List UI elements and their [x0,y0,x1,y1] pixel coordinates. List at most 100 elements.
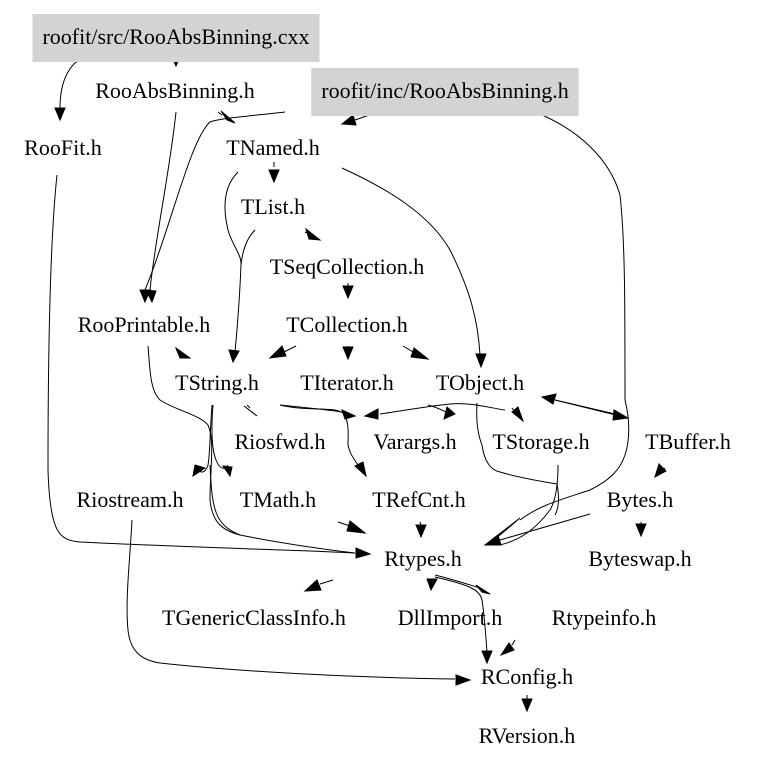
edge-inc-h-to-tnamed-h [144,111,286,291]
node-varargs-h[interactable]: Varargs.h [373,429,456,454]
node-rtypes-h[interactable]: Rtypes.h [384,546,462,571]
node-tbuffer-h[interactable]: TBuffer.h [645,429,731,454]
arrowhead-tnamed-h-to-tlist-h [268,169,280,184]
node-rooabsbinning-h[interactable]: RooAbsBinning.h [95,78,255,103]
arrowhead-rtypes-h-to-tgenericclassinfo-h [303,579,322,592]
node-tseqcollection-h[interactable]: TSeqCollection.h [270,254,425,279]
node-src-cxx[interactable]: roofit/src/RooAbsBinning.cxx [32,14,320,62]
node-tgenericclassinfo-h[interactable]: TGenericClassInfo.h [162,605,346,630]
arrowhead-tstring-h-to-riosfwd-h [243,405,258,417]
node-tstorage-h[interactable]: TStorage.h [492,429,589,454]
arrowhead-tbuffer-h-to-bytes-h [654,463,667,479]
arrowhead-tstring-h-to-trefcnt-h [354,461,367,478]
node-trefcnt-h[interactable]: TRefCnt.h [372,487,466,512]
edge-tstring-h-to-riostream-h [197,404,213,473]
node-label: TMath.h [240,487,316,512]
node-label: TNamed.h [226,135,319,160]
arrowhead-riostream-h-to-rconfig-h [455,674,472,686]
arrowhead-rtypes-h-to-dllimport-h [426,578,438,592]
node-label: RooFit.h [24,135,102,160]
edge-tstorage-h-to-rtypes-h [499,464,559,546]
node-label: TRefCnt.h [372,487,466,512]
node-inc-h[interactable]: roofit/inc/RooAbsBinning.h [311,68,579,116]
edge-tmath-h-to-rtypes-h [337,521,351,527]
node-label: TList.h [241,194,305,219]
arrowhead-tobject-h-to-tstorage-h [511,406,525,423]
arrowhead-trefcnt-h-to-rtypes-h [415,524,427,539]
arrowhead-src-cxx-to-roofit-h [54,107,66,122]
arrowhead-bytes-h-to-byteswap-h [635,523,647,538]
node-label: Byteswap.h [588,546,691,571]
node-riostream-h[interactable]: Riostream.h [77,487,184,512]
nodes-layer: roofit/src/RooAbsBinning.cxxRooAbsBinnin… [24,14,731,748]
arrowhead-rtypes-h-to-rtypeinfo-h [475,584,491,595]
node-label: RVersion.h [479,723,576,748]
arrowhead-tstring-h-to-tmath-h [221,465,233,478]
node-rversion-h[interactable]: RVersion.h [479,723,576,748]
arrowhead-roofit-h-to-rtypes-h [355,547,372,559]
node-rtypeinfo-h[interactable]: Rtypeinfo.h [552,605,657,630]
node-tstring-h[interactable]: TString.h [175,370,259,395]
node-highlight-box [32,14,320,62]
node-label: Riosfwd.h [234,429,325,454]
edge-tobject-h-to-varargs-h [379,403,506,415]
node-label: TStorage.h [492,429,589,454]
edge-tbuffer-h-to-tobject-h [554,399,629,419]
edge-riostream-h-to-rconfig-h [126,519,456,680]
arrowhead-tmath-h-to-rtypes-h [346,520,367,534]
arrowhead-bytes-h-to-rtypes-h [483,534,502,546]
edge-tlist-h-to-tstring-h [240,229,256,266]
arrowhead-rooabsbinning-h-to-tnamed-h [220,110,236,124]
node-label: Rtypeinfo.h [552,605,657,630]
arrowhead-tcollection-h-to-titerator-h [342,346,354,361]
node-label: RooPrintable.h [78,312,211,337]
node-label: Rtypes.h [384,546,462,571]
arrowhead-tobject-h-to-varargs-h [363,408,379,420]
node-tcollection-h[interactable]: TCollection.h [286,312,408,337]
arrowhead-rconfig-h-to-rversion-h [521,698,533,713]
arrowhead-rtypes-h-to-rconfig-h [481,650,493,665]
edge-tcollection-h-to-tobject-h [402,345,414,353]
node-tnamed-h[interactable]: TNamed.h [226,135,319,160]
node-rooprintable-h[interactable]: RooPrintable.h [78,312,211,337]
node-label: Bytes.h [607,487,674,512]
node-label: TBuffer.h [645,429,731,454]
edge-rooabsbinning-h-to-rooprintable-h [149,111,177,291]
arrowhead-tbuffer-h-to-tobject-h [540,393,557,405]
node-rconfig-h[interactable]: RConfig.h [481,664,573,689]
arrowhead-tstring-h-to-riostream-h [192,464,207,478]
node-label: TCollection.h [286,312,408,337]
node-titerator-h[interactable]: TIterator.h [300,370,393,395]
node-roofit-h[interactable]: RooFit.h [24,135,102,160]
arrowhead-tcollection-h-to-tobject-h [410,347,430,360]
node-tmath-h[interactable]: TMath.h [240,487,316,512]
node-label: RConfig.h [481,664,573,689]
node-label: TIterator.h [300,370,393,395]
node-dllimport-h[interactable]: DllImport.h [398,605,503,630]
edge-rtypes-h-to-tgenericclassinfo-h [319,579,334,585]
edge-tstring-h-to-rtypes-h [209,464,241,536]
node-byteswap-h[interactable]: Byteswap.h [588,546,691,571]
node-label: roofit/inc/RooAbsBinning.h [321,78,569,103]
node-tobject-h[interactable]: TObject.h [436,370,524,395]
edge-bytes-h-to-rtypes-h [499,513,591,541]
edge-rtypeinfo-h-to-rconfig-h [511,639,516,646]
node-highlight-box [311,68,579,116]
node-label: Varargs.h [373,429,456,454]
node-label: roofit/src/RooAbsBinning.cxx [42,24,309,49]
node-tlist-h[interactable]: TList.h [241,194,305,219]
edge-rtypes-h-to-rconfig-h [434,576,488,653]
node-riosfwd-h[interactable]: Riosfwd.h [234,429,325,454]
arrowhead-tnamed-h-to-tobject-h [475,353,487,369]
edge-src-cxx-to-roofit-h [59,54,91,109]
edge-tstring-h-to-trefcnt-h [279,404,359,466]
node-label: TString.h [175,370,259,395]
edge-rooprintable-h-to-rtypes-h [147,345,356,554]
edge-tstring-h-to-riosfwd-h [246,404,251,409]
arrowhead-rooprintable-h-to-tstring-h [174,346,192,359]
arrowhead-tcollection-h-to-tstring-h [268,345,287,359]
arrowhead-tseqcollection-h-to-tcollection-h [342,285,354,300]
node-bytes-h[interactable]: Bytes.h [607,487,674,512]
edge-rooabsbinning-h-to-tnamed-h [217,111,223,116]
